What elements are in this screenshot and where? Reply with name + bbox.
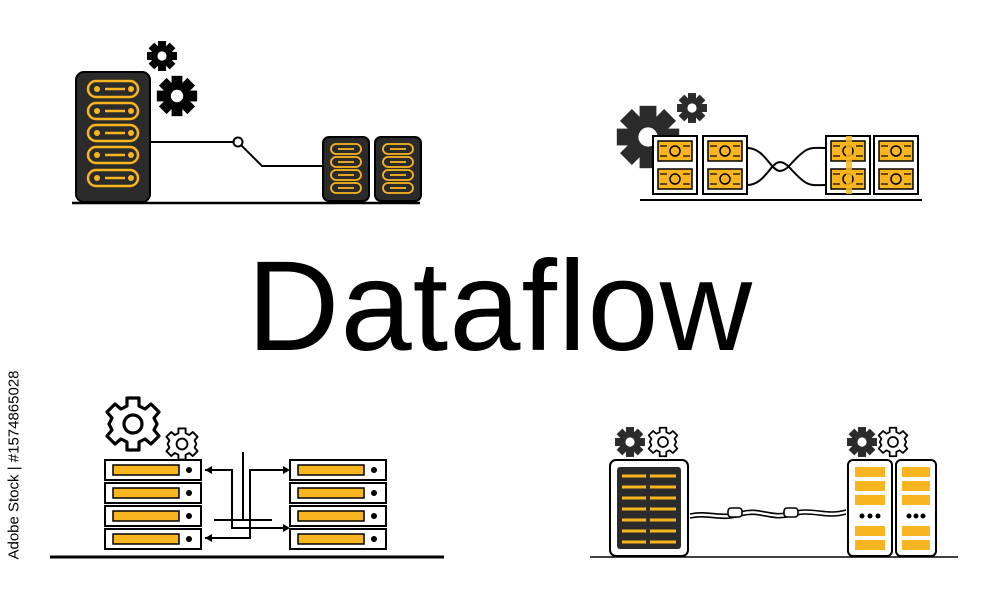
scene-racks-with-arrows [50, 396, 444, 559]
gear-icon [165, 427, 199, 461]
stock-id-label: Adobe Stock | #1574865028 [4, 352, 24, 578]
server-rack-icon [289, 459, 387, 550]
server-block-icon [702, 135, 748, 195]
server-block-icon [652, 135, 698, 195]
gear-icon [647, 426, 679, 458]
server-rack-icon [104, 459, 202, 550]
scene-towers-with-cable [590, 426, 958, 558]
gear-icon [147, 41, 177, 71]
gear-icon [156, 75, 198, 117]
stock-id-text: Adobe Stock | #1574865028 [5, 370, 23, 560]
gear-icon [677, 93, 707, 123]
gear-icon [877, 426, 909, 458]
gear-icon [847, 427, 877, 457]
scene-linked-servers [616, 93, 922, 201]
gear-icon [615, 427, 645, 457]
scene-main-server [72, 41, 422, 205]
server-tower-icon [895, 459, 937, 557]
arrow-icon [205, 452, 285, 539]
server-block-icon [873, 135, 919, 195]
gear-icon [105, 396, 161, 452]
server-tower-icon [609, 459, 689, 557]
page-title: Dataflow [247, 235, 753, 378]
cable-icon [689, 507, 847, 520]
arrow-icon [205, 466, 290, 542]
server-tower-icon [847, 459, 893, 557]
